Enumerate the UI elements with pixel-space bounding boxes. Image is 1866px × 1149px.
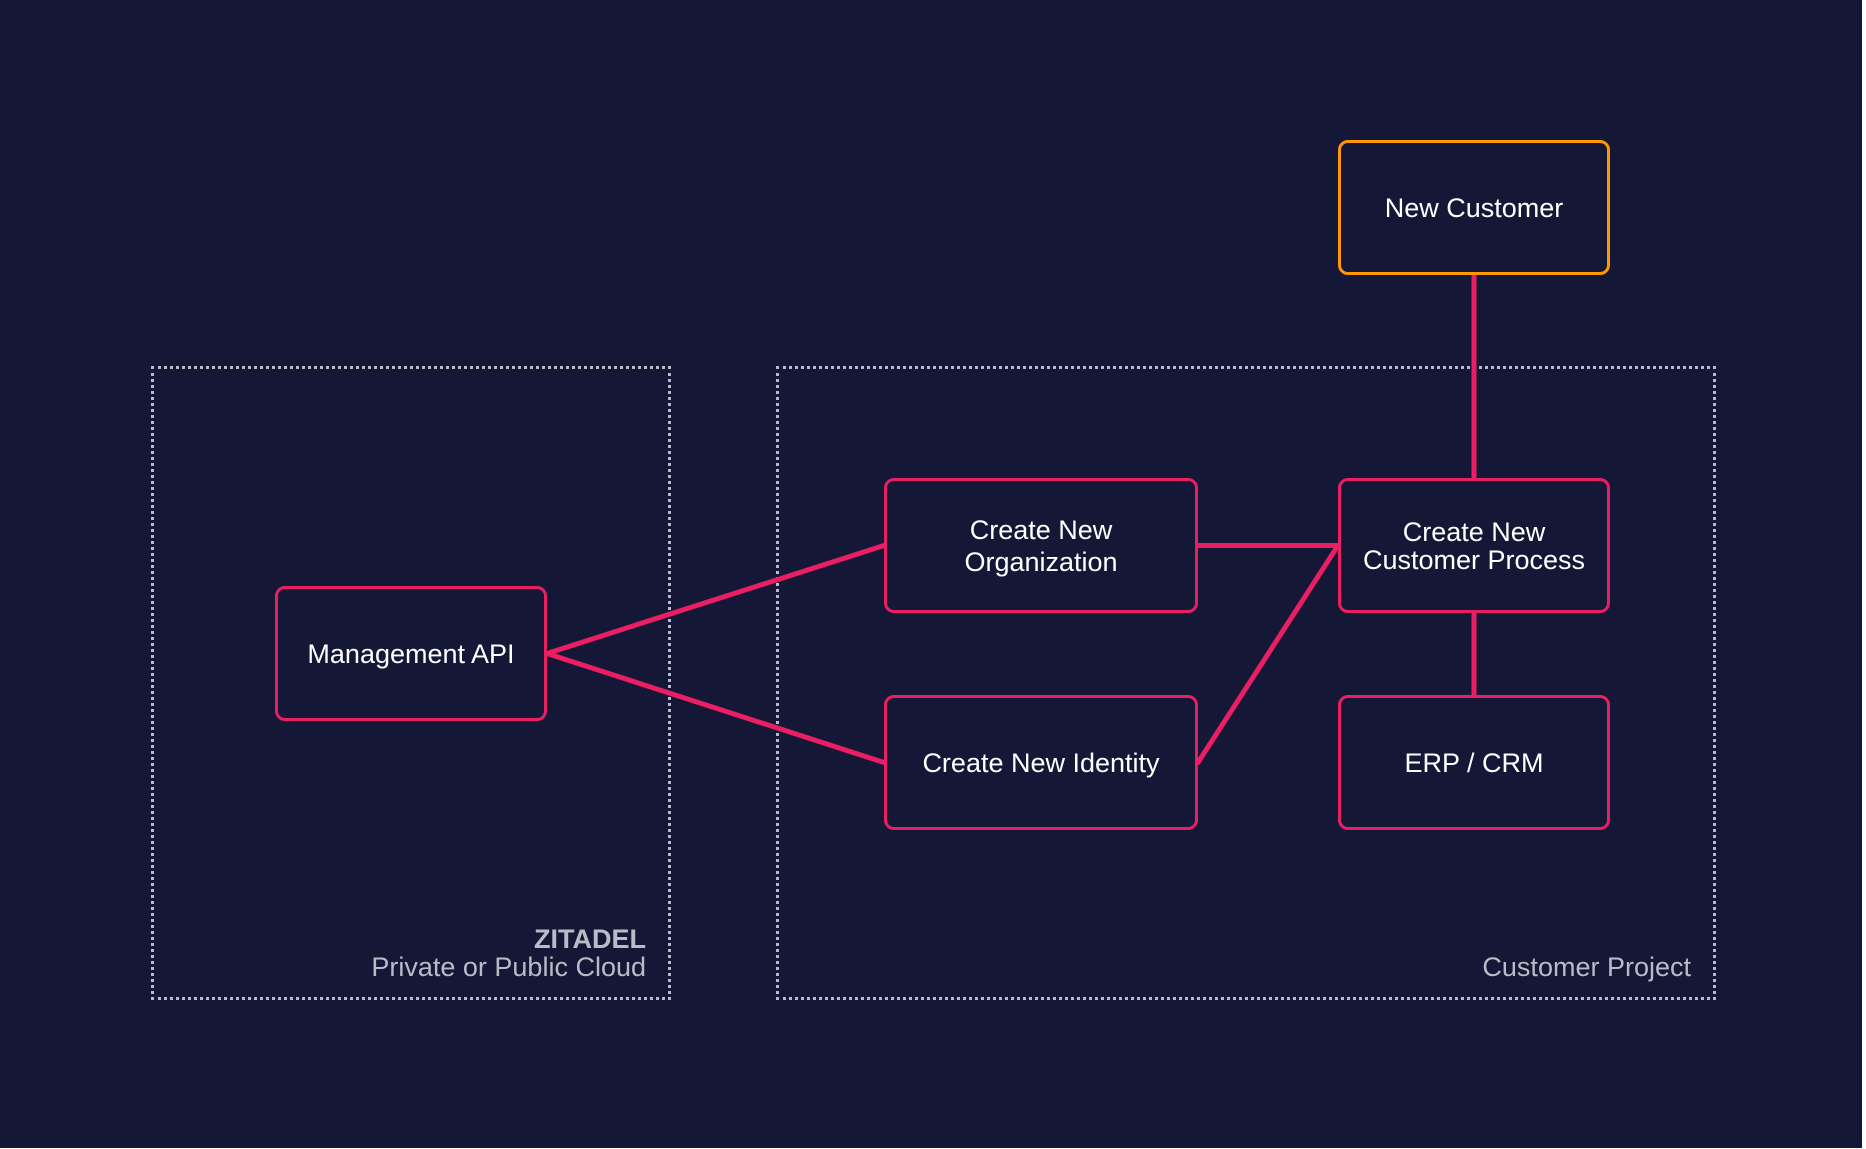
group-zitadel-caption: Private or Public Cloud bbox=[371, 952, 646, 982]
node-new-customer[interactable]: New Customer bbox=[1338, 140, 1610, 275]
node-management-api[interactable]: Management API bbox=[275, 586, 547, 721]
group-zitadel-cloud: ZITADEL Private or Public Cloud bbox=[151, 366, 671, 1000]
node-create-new-customer-process[interactable]: Create New Customer Process bbox=[1338, 478, 1610, 613]
node-erp-crm[interactable]: ERP / CRM bbox=[1338, 695, 1610, 830]
group-customer-project-label: Customer Project bbox=[1482, 952, 1691, 982]
group-customer-project: Customer Project bbox=[776, 366, 1716, 1000]
edge-management-api-to-create-new-organization bbox=[544, 543, 887, 656]
edge-create-new-identity-to-create-new-customer-process bbox=[1195, 543, 1341, 765]
node-create-new-identity[interactable]: Create New Identity bbox=[884, 695, 1198, 830]
edge-management-api-to-create-new-identity bbox=[544, 651, 887, 765]
node-create-new-organization[interactable]: Create New Organization bbox=[884, 478, 1198, 613]
group-zitadel-name: ZITADEL bbox=[534, 924, 646, 954]
group-zitadel-label: ZITADEL Private or Public Cloud bbox=[371, 926, 646, 981]
